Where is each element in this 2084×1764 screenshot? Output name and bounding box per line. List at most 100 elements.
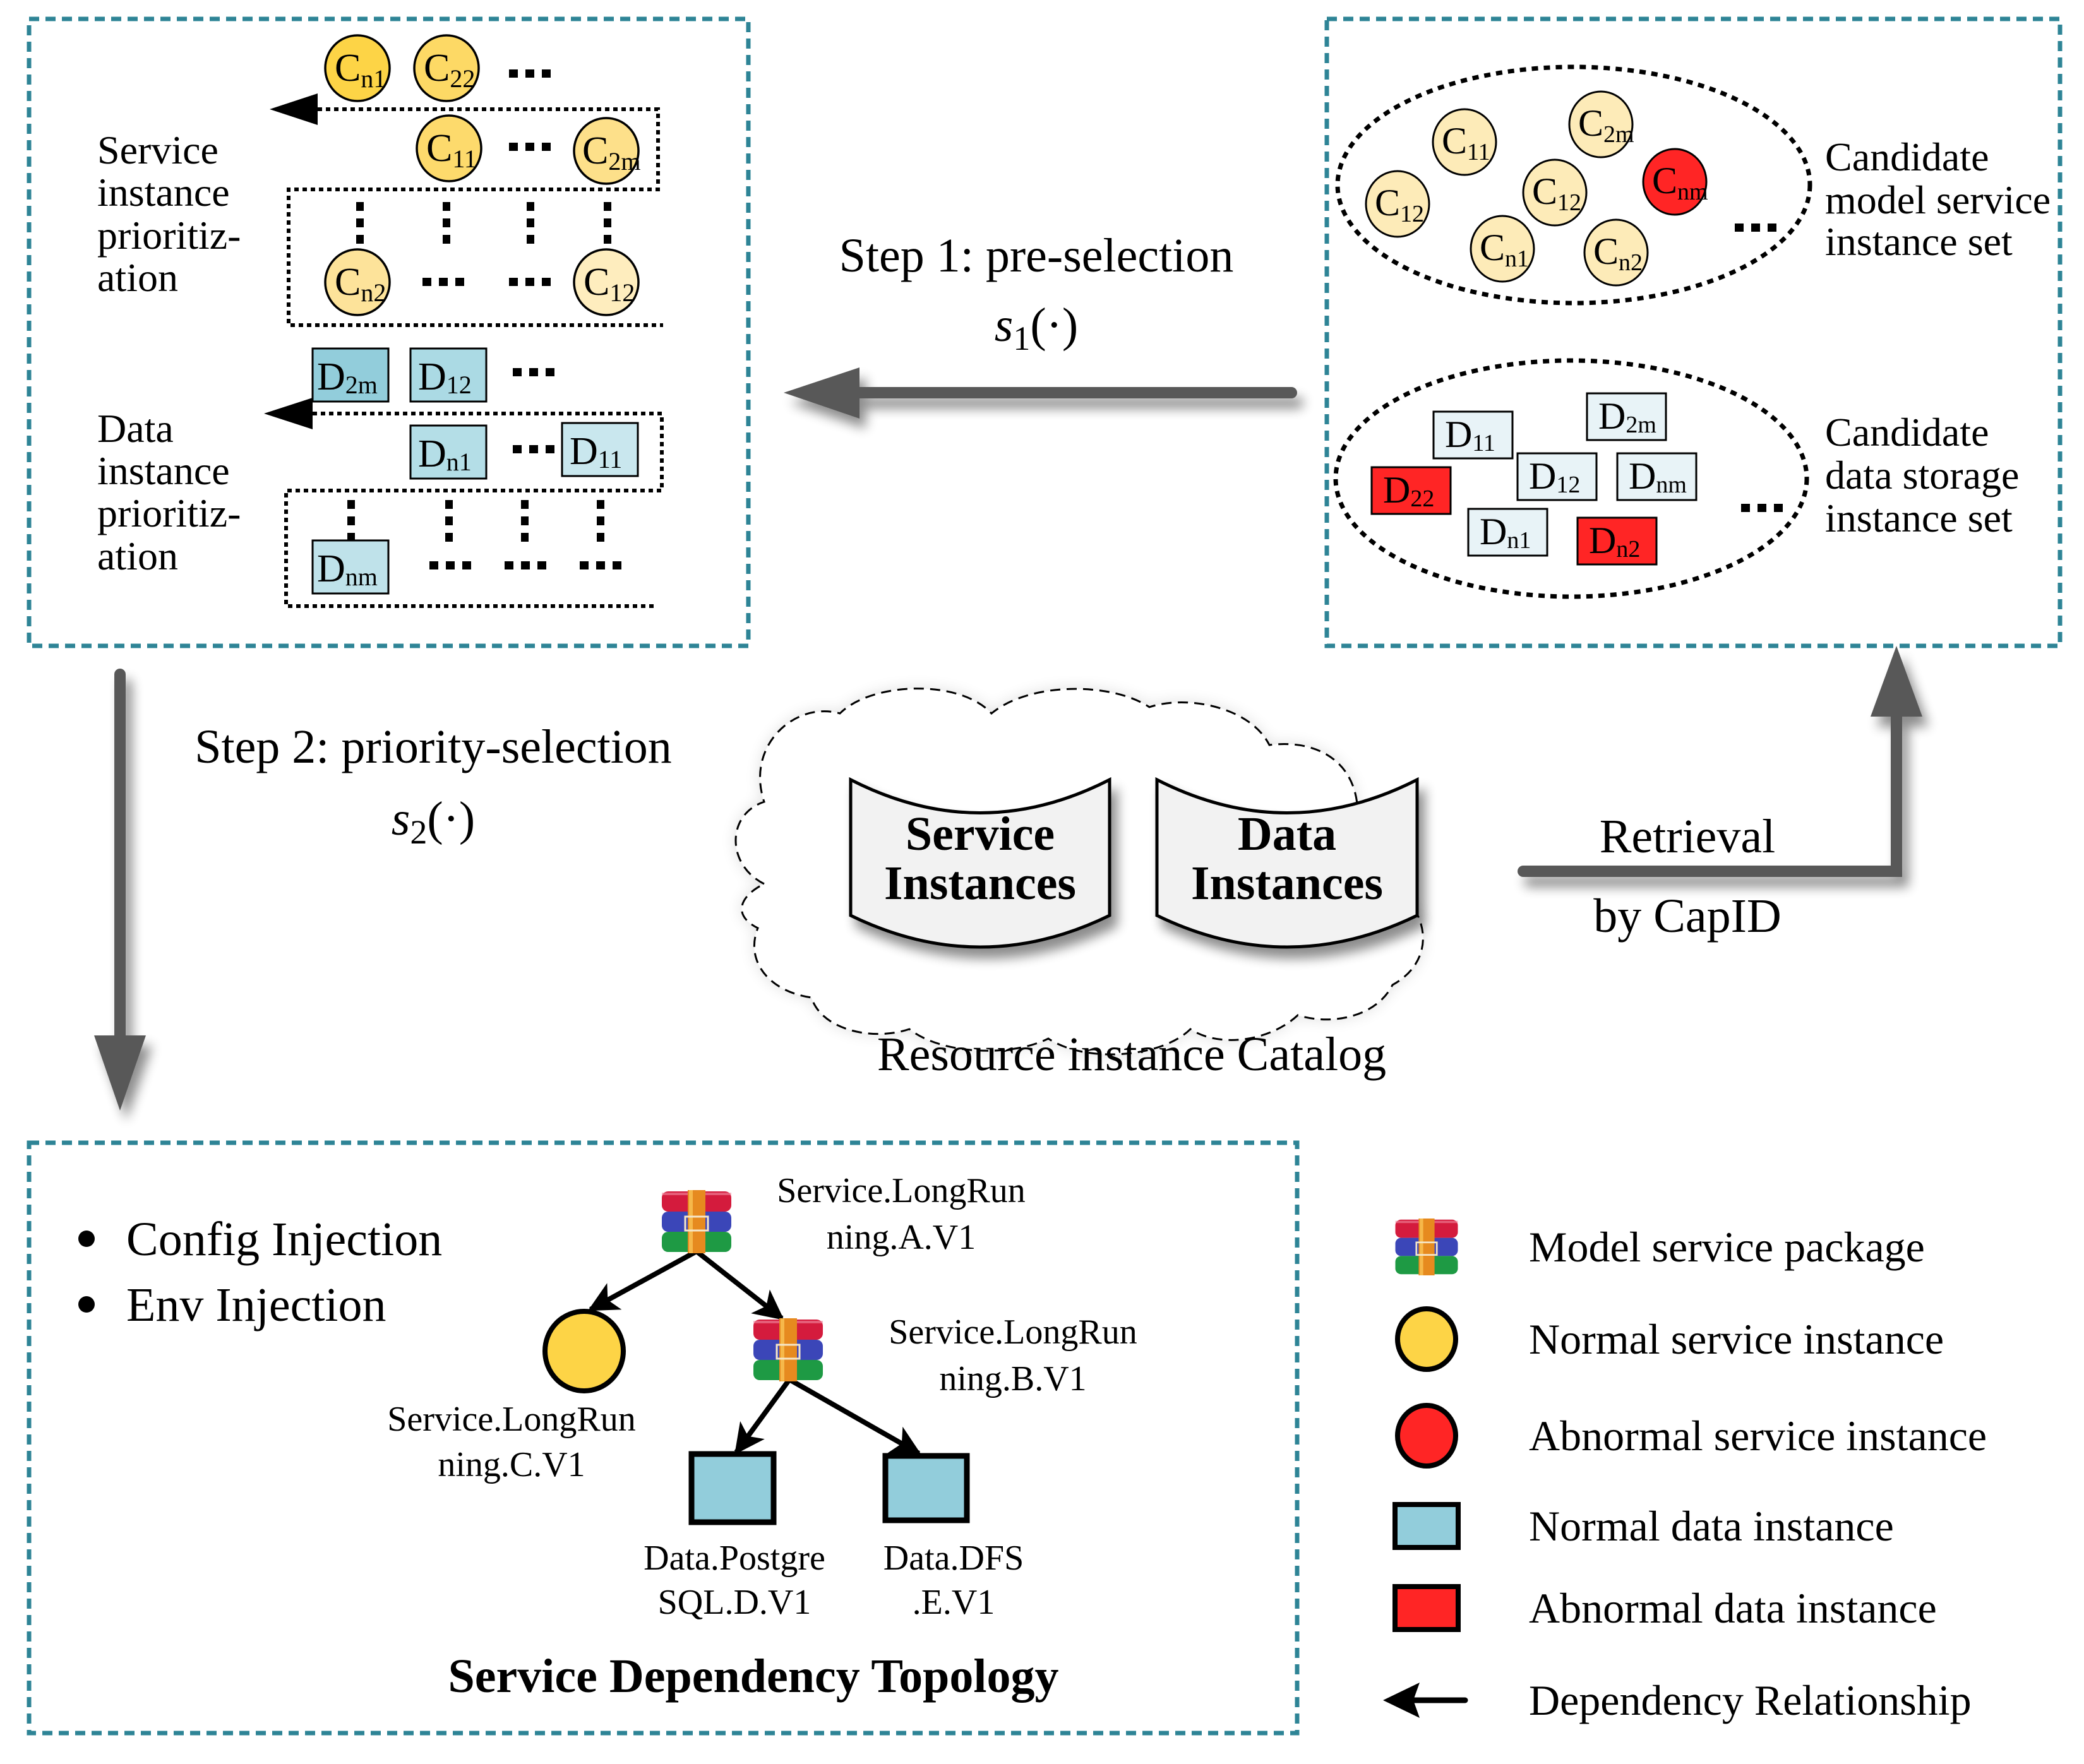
node-b-label-line1: Service.LongRun	[889, 1313, 1137, 1352]
svg-text:D12: D12	[418, 355, 472, 399]
abnormal-data-instance: D22	[1370, 466, 1452, 515]
svg-text:Dn1: Dn1	[418, 432, 472, 476]
edge-a-to-c	[587, 1249, 698, 1312]
data-instances-document	[1155, 777, 1419, 949]
candidate-service-instance: Cn2	[1583, 218, 1649, 287]
package-icon	[661, 1189, 733, 1254]
candidate-data-instance: D11	[1432, 410, 1514, 460]
svg-text:D11: D11	[1445, 414, 1495, 456]
service-horizontal-ellipsis	[422, 69, 551, 286]
data-vertical-ellipsis	[347, 500, 604, 542]
svg-text:D11: D11	[570, 430, 622, 474]
bullet-icon	[78, 1296, 95, 1313]
candidate-data-instance: D2m	[1586, 392, 1667, 441]
normal-data-node-e	[882, 1453, 970, 1523]
data-instance-node: Dn1	[409, 424, 488, 480]
svg-text:C12: C12	[584, 261, 635, 307]
candidate-data-instance: D12	[1516, 452, 1598, 501]
service-prioritization-label-line3: prioritiz-	[97, 213, 241, 258]
legend-item: Model service package	[1394, 1217, 1925, 1277]
step1-label: Step 1: pre-selection	[839, 229, 1234, 282]
candidate-data-ellipsis	[1741, 504, 1783, 512]
svg-text:C2m: C2m	[1578, 102, 1634, 148]
step2-arrow	[94, 669, 146, 1111]
abnormal-data-icon	[1392, 1584, 1461, 1632]
data-instance-node: D2m	[311, 347, 390, 403]
abnormal-service-icon	[1395, 1403, 1458, 1469]
package-icon	[1394, 1217, 1459, 1277]
bullet-config-injection: Config Injection	[126, 1213, 442, 1266]
candidate-data-label-line1: Candidate	[1825, 410, 1989, 455]
abnormal-data-instance: Dn2	[1576, 516, 1658, 566]
data-instance-node: D11	[561, 422, 639, 477]
topology-panel-border	[27, 1140, 1300, 1736]
svg-text:Cn2: Cn2	[1593, 230, 1643, 276]
svg-text:C12: C12	[1375, 182, 1424, 227]
node-b-label-line2: ning.B.V1	[939, 1359, 1086, 1398]
service-prioritization-label-line1: Service	[97, 128, 219, 172]
svg-text:Dnm: Dnm	[1629, 455, 1687, 498]
abnormal-service-instance: Cnm	[1642, 148, 1708, 216]
service-instance-node: Cn1	[324, 34, 391, 102]
catalog-caption: Resource instance Catalog	[877, 1028, 1386, 1081]
service-order-arrowhead-icon	[270, 93, 318, 125]
svg-text:C11: C11	[1442, 120, 1490, 165]
step1-arrow	[784, 367, 1297, 419]
candidate-service-instance: C2m	[1568, 90, 1634, 158]
data-horizontal-ellipsis	[429, 368, 621, 569]
service-vertical-ellipsis	[356, 202, 611, 244]
candidate-panel-border	[1324, 16, 2063, 648]
svg-text:C12: C12	[1532, 170, 1581, 216]
prioritization-panel: Service instance prioritiz- ation Cn1	[27, 16, 751, 648]
data-prioritization-label-line1: Data	[97, 406, 174, 451]
package-icon	[752, 1317, 824, 1383]
data-instance-node: Dnm	[311, 539, 390, 595]
legend-label: Dependency Relationship	[1529, 1676, 1972, 1724]
candidate-service-label-line2: model service	[1825, 177, 2051, 222]
candidate-service-instance: C11	[1432, 108, 1497, 176]
retrieval-label-line2: by CapID	[1593, 890, 1782, 943]
topology-title: Service Dependency Topology	[448, 1650, 1059, 1703]
service-instance-node: C2m	[573, 117, 640, 185]
normal-data-icon	[1392, 1502, 1461, 1550]
normal-service-node-c	[542, 1309, 626, 1393]
node-e-label-line2: .E.V1	[913, 1583, 995, 1622]
normal-service-icon	[1395, 1306, 1458, 1372]
legend-item: Abnormal service instance	[1395, 1403, 1987, 1469]
bullet-icon	[78, 1231, 95, 1247]
node-c-label-line2: ning.C.V1	[438, 1445, 585, 1484]
normal-data-node-d	[688, 1451, 777, 1525]
retrieval-label-line1: Retrieval	[1600, 810, 1776, 863]
dependency-arrow-icon	[1383, 1683, 1468, 1718]
candidate-service-ellipsis	[1735, 223, 1776, 232]
service-instance-node: C11	[416, 114, 482, 182]
candidate-service-set-ellipse	[1335, 64, 1812, 306]
candidate-data-instance: Dnm	[1616, 452, 1698, 501]
data-instances-line1: Data	[1238, 808, 1336, 861]
legend-label: Model service package	[1529, 1223, 1925, 1271]
candidate-data-label-line2: data storage	[1825, 453, 2019, 498]
legend-label: Abnormal data instance	[1529, 1584, 1937, 1632]
service-prioritization-label-line2: instance	[97, 170, 230, 215]
svg-text:Dn2: Dn2	[1589, 520, 1640, 563]
node-d-label-line2: SQL.D.V1	[658, 1583, 811, 1622]
dependency-edges	[587, 1249, 922, 1456]
data-prioritization-label-line2: instance	[97, 448, 230, 493]
edge-b-to-e	[788, 1377, 922, 1456]
svg-text:Dnm: Dnm	[317, 547, 378, 591]
svg-text:Cnm: Cnm	[1652, 160, 1708, 205]
node-e-label-line1: Data.DFS	[883, 1539, 1024, 1578]
step2-function: s2(·)	[392, 792, 476, 851]
service-order-path	[287, 107, 663, 327]
service-instances-line1: Service	[906, 808, 1055, 861]
edge-a-to-b	[695, 1249, 784, 1321]
svg-text:D22: D22	[1383, 469, 1434, 512]
data-instance-node: D12	[409, 347, 488, 403]
data-prioritization-label-line3: prioritiz-	[97, 491, 241, 535]
node-d-label-line1: Data.Postgre	[644, 1539, 825, 1578]
node-a-label-line2: ning.A.V1	[827, 1218, 976, 1257]
svg-text:Dn1: Dn1	[1480, 511, 1531, 554]
node-a-label-line1: Service.LongRun	[777, 1171, 1025, 1210]
data-instances-line2: Instances	[1191, 857, 1383, 910]
